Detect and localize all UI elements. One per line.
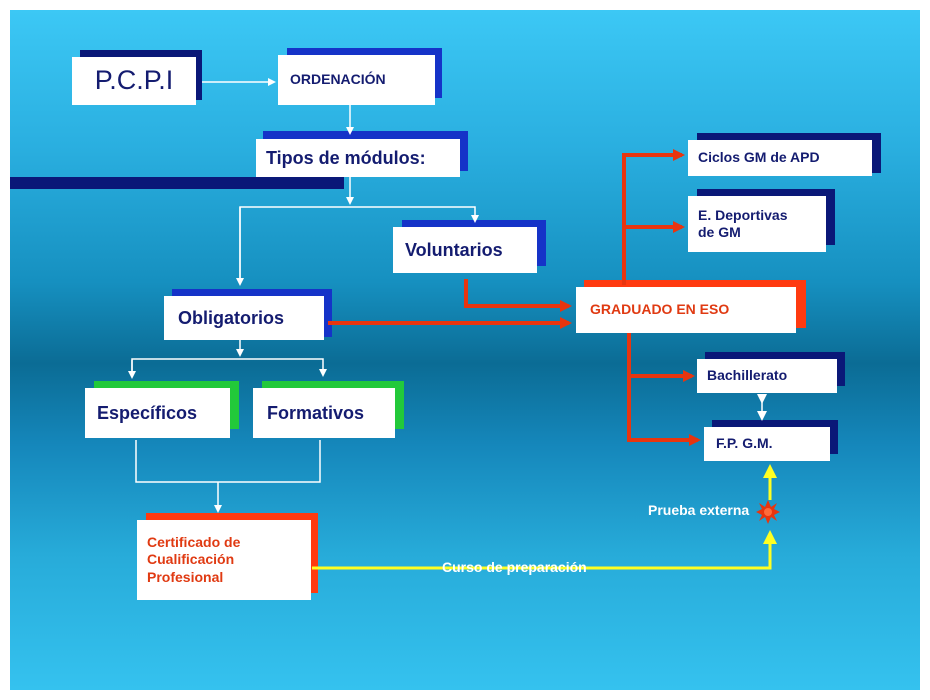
obligatorios-label: Obligatorios [178, 307, 285, 328]
especificos-label: Específicos [97, 402, 198, 423]
deportivas-label: E. Deportivas de GM [698, 206, 788, 241]
ciclos-box: Ciclos GM de APD [688, 140, 872, 176]
pcpi-box: P.C.P.I [72, 57, 196, 105]
certificado-label: Certificado de Cualificación Profesional [147, 533, 241, 585]
decorative-navy-bar [10, 177, 344, 189]
graduado-box: GRADUADO EN ESO [576, 287, 796, 333]
ordenacion-box: ORDENACIÓN [278, 55, 435, 105]
pcpi-label: P.C.P.I [94, 65, 174, 96]
curso-label: Curso de preparación [442, 559, 587, 575]
especificos-box: Específicos [85, 388, 230, 438]
formativos-label: Formativos [267, 402, 365, 423]
bachillerato-box: Bachillerato [697, 359, 837, 393]
graduado-label: GRADUADO EN ESO [590, 301, 730, 318]
deportivas-box: E. Deportivas de GM [688, 196, 826, 252]
certificado-box: Certificado de Cualificación Profesional [137, 520, 311, 600]
tipos-label: Tipos de módulos: [266, 147, 426, 168]
ciclos-label: Ciclos GM de APD [698, 149, 820, 166]
obligatorios-box: Obligatorios [164, 296, 324, 340]
bachillerato-label: Bachillerato [707, 367, 788, 384]
fpgm-box: F.P. G.M. [704, 427, 830, 461]
fpgm-label: F.P. G.M. [716, 435, 773, 452]
ordenacion-label: ORDENACIÓN [290, 71, 386, 88]
tipos-box: Tipos de módulos: [256, 139, 460, 177]
prueba-label: Prueba externa [648, 502, 750, 518]
formativos-box: Formativos [253, 388, 395, 438]
voluntarios-label: Voluntarios [405, 239, 503, 260]
voluntarios-box: Voluntarios [393, 227, 537, 273]
